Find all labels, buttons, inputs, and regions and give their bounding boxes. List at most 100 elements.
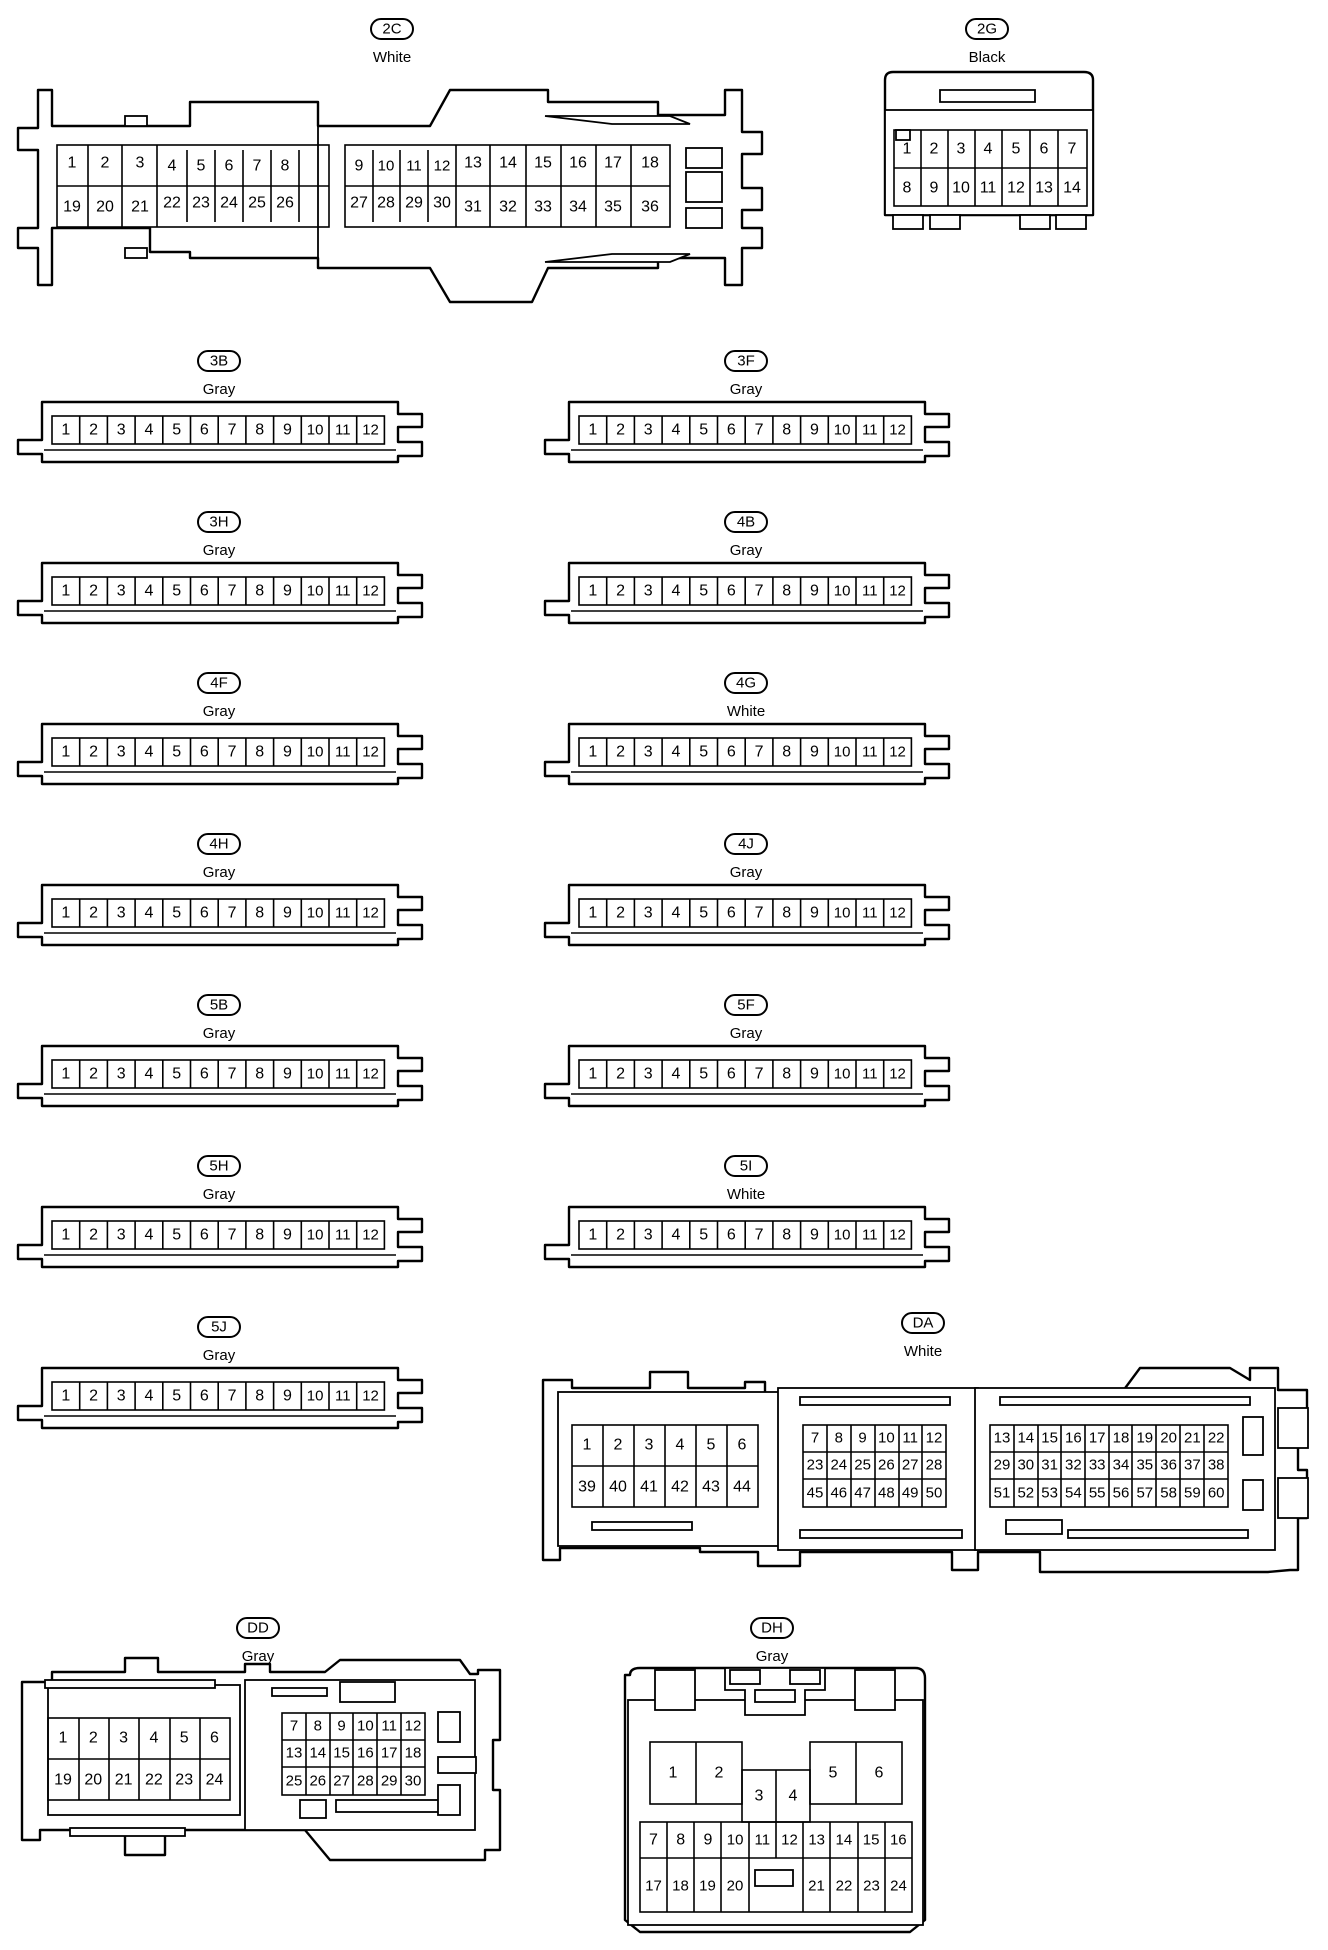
pin-2C-15: 15 bbox=[534, 155, 552, 172]
pin-5H-4: 4 bbox=[144, 1227, 153, 1244]
connector-id-5H: 5H bbox=[209, 1158, 228, 1175]
connector-color-DA: White bbox=[904, 1343, 942, 1360]
pin-4G-8: 8 bbox=[782, 744, 791, 761]
pin-5H-2: 2 bbox=[89, 1227, 98, 1244]
connector-tag-5F bbox=[724, 994, 768, 1016]
connector-color-DH: Gray bbox=[756, 1648, 789, 1665]
pin-DH-13: 13 bbox=[808, 1832, 825, 1849]
pin-3B-8: 8 bbox=[255, 422, 264, 439]
pin-2C-33: 33 bbox=[534, 199, 552, 216]
pin-2G-9: 9 bbox=[930, 180, 939, 197]
pin-3B-6: 6 bbox=[200, 422, 209, 439]
connector-tag-4F bbox=[197, 672, 241, 694]
connector-color-5I: White bbox=[727, 1186, 765, 1203]
pin-3F-1: 1 bbox=[588, 422, 597, 439]
pin-5F-5: 5 bbox=[699, 1066, 708, 1083]
pin-4F-7: 7 bbox=[228, 744, 237, 761]
connector-color-5H: Gray bbox=[203, 1186, 236, 1203]
pin-DD-7: 7 bbox=[290, 1718, 298, 1735]
pin-DA-52: 52 bbox=[1017, 1485, 1034, 1502]
pin-DD-9: 9 bbox=[337, 1718, 345, 1735]
connector-id-DD: DD bbox=[247, 1620, 269, 1637]
pin-2C-29: 29 bbox=[405, 195, 423, 212]
pin-DD-29: 29 bbox=[381, 1773, 398, 1790]
pin-DD-23: 23 bbox=[175, 1772, 193, 1789]
connector-id-2C: 2C bbox=[382, 21, 401, 38]
connector-tag-3H bbox=[197, 511, 241, 533]
pin-5J-12: 12 bbox=[362, 1388, 379, 1405]
pin-DA-11: 11 bbox=[902, 1430, 918, 1447]
connector-id-5B: 5B bbox=[210, 997, 228, 1014]
pin-3F-11: 11 bbox=[862, 422, 878, 439]
connector-id-5F: 5F bbox=[737, 997, 755, 1014]
pin-2C-16: 16 bbox=[569, 155, 587, 172]
pin-4F-12: 12 bbox=[362, 744, 379, 761]
pin-DA-3: 3 bbox=[645, 1437, 654, 1454]
pin-DH-24: 24 bbox=[890, 1878, 907, 1895]
pin-5H-11: 11 bbox=[335, 1227, 351, 1244]
pin-2C-7: 7 bbox=[253, 158, 262, 175]
pin-3F-10: 10 bbox=[834, 422, 851, 439]
pin-DH-3: 3 bbox=[755, 1788, 764, 1805]
pin-5I-4: 4 bbox=[671, 1227, 680, 1244]
pin-DD-6: 6 bbox=[210, 1730, 219, 1747]
pin-DA-46: 46 bbox=[830, 1485, 847, 1502]
pin-2C-28: 28 bbox=[377, 195, 395, 212]
connector-color-3F: Gray bbox=[730, 381, 763, 398]
pin-2C-19: 19 bbox=[63, 199, 81, 216]
pin-DH-4: 4 bbox=[789, 1788, 798, 1805]
pin-DA-18: 18 bbox=[1113, 1430, 1130, 1447]
pin-DD-13: 13 bbox=[286, 1745, 303, 1762]
pin-3B-4: 4 bbox=[144, 422, 153, 439]
pin-3H-5: 5 bbox=[172, 583, 181, 600]
pin-4F-3: 3 bbox=[117, 744, 126, 761]
pin-2G-1: 1 bbox=[903, 141, 912, 158]
pin-5F-10: 10 bbox=[834, 1066, 851, 1083]
connector-tag-4G bbox=[724, 672, 768, 694]
pin-DD-27: 27 bbox=[333, 1773, 350, 1790]
pin-DA-48: 48 bbox=[878, 1485, 895, 1502]
pin-DA-51: 51 bbox=[994, 1485, 1011, 1502]
pin-5I-8: 8 bbox=[782, 1227, 791, 1244]
pin-4J-11: 11 bbox=[862, 905, 878, 922]
pin-2C-30: 30 bbox=[433, 195, 451, 212]
pin-DD-14: 14 bbox=[309, 1745, 326, 1762]
pin-DA-5: 5 bbox=[707, 1437, 716, 1454]
pin-DD-24: 24 bbox=[206, 1772, 224, 1789]
pin-DD-10: 10 bbox=[357, 1718, 374, 1735]
pin-4F-6: 6 bbox=[200, 744, 209, 761]
pin-5I-6: 6 bbox=[727, 1227, 736, 1244]
pin-2C-31: 31 bbox=[464, 199, 482, 216]
pin-DA-50: 50 bbox=[926, 1485, 943, 1502]
pin-DD-8: 8 bbox=[314, 1718, 322, 1735]
pin-4G-12: 12 bbox=[889, 744, 906, 761]
pin-5J-2: 2 bbox=[89, 1388, 98, 1405]
pin-2G-4: 4 bbox=[984, 141, 993, 158]
pin-3F-4: 4 bbox=[671, 422, 680, 439]
pin-5B-11: 11 bbox=[335, 1066, 351, 1083]
pin-3B-3: 3 bbox=[117, 422, 126, 439]
pin-DD-15: 15 bbox=[333, 1745, 350, 1762]
pin-4J-5: 5 bbox=[699, 905, 708, 922]
pin-4H-3: 3 bbox=[117, 905, 126, 922]
pin-3B-10: 10 bbox=[307, 422, 324, 439]
pin-2C-9: 9 bbox=[355, 158, 364, 175]
pins-DA: 1392403414425436447234582446925471026481… bbox=[578, 1430, 1224, 1502]
pin-5F-12: 12 bbox=[889, 1066, 906, 1083]
connector-tag-5I bbox=[724, 1155, 768, 1177]
pin-3H-9: 9 bbox=[283, 583, 292, 600]
pin-DA-6: 6 bbox=[738, 1437, 747, 1454]
pin-5F-9: 9 bbox=[810, 1066, 819, 1083]
pin-DA-20: 20 bbox=[1160, 1430, 1177, 1447]
pin-DD-16: 16 bbox=[357, 1745, 374, 1762]
pin-5F-6: 6 bbox=[727, 1066, 736, 1083]
pin-5F-8: 8 bbox=[782, 1066, 791, 1083]
pin-DD-4: 4 bbox=[149, 1730, 158, 1747]
